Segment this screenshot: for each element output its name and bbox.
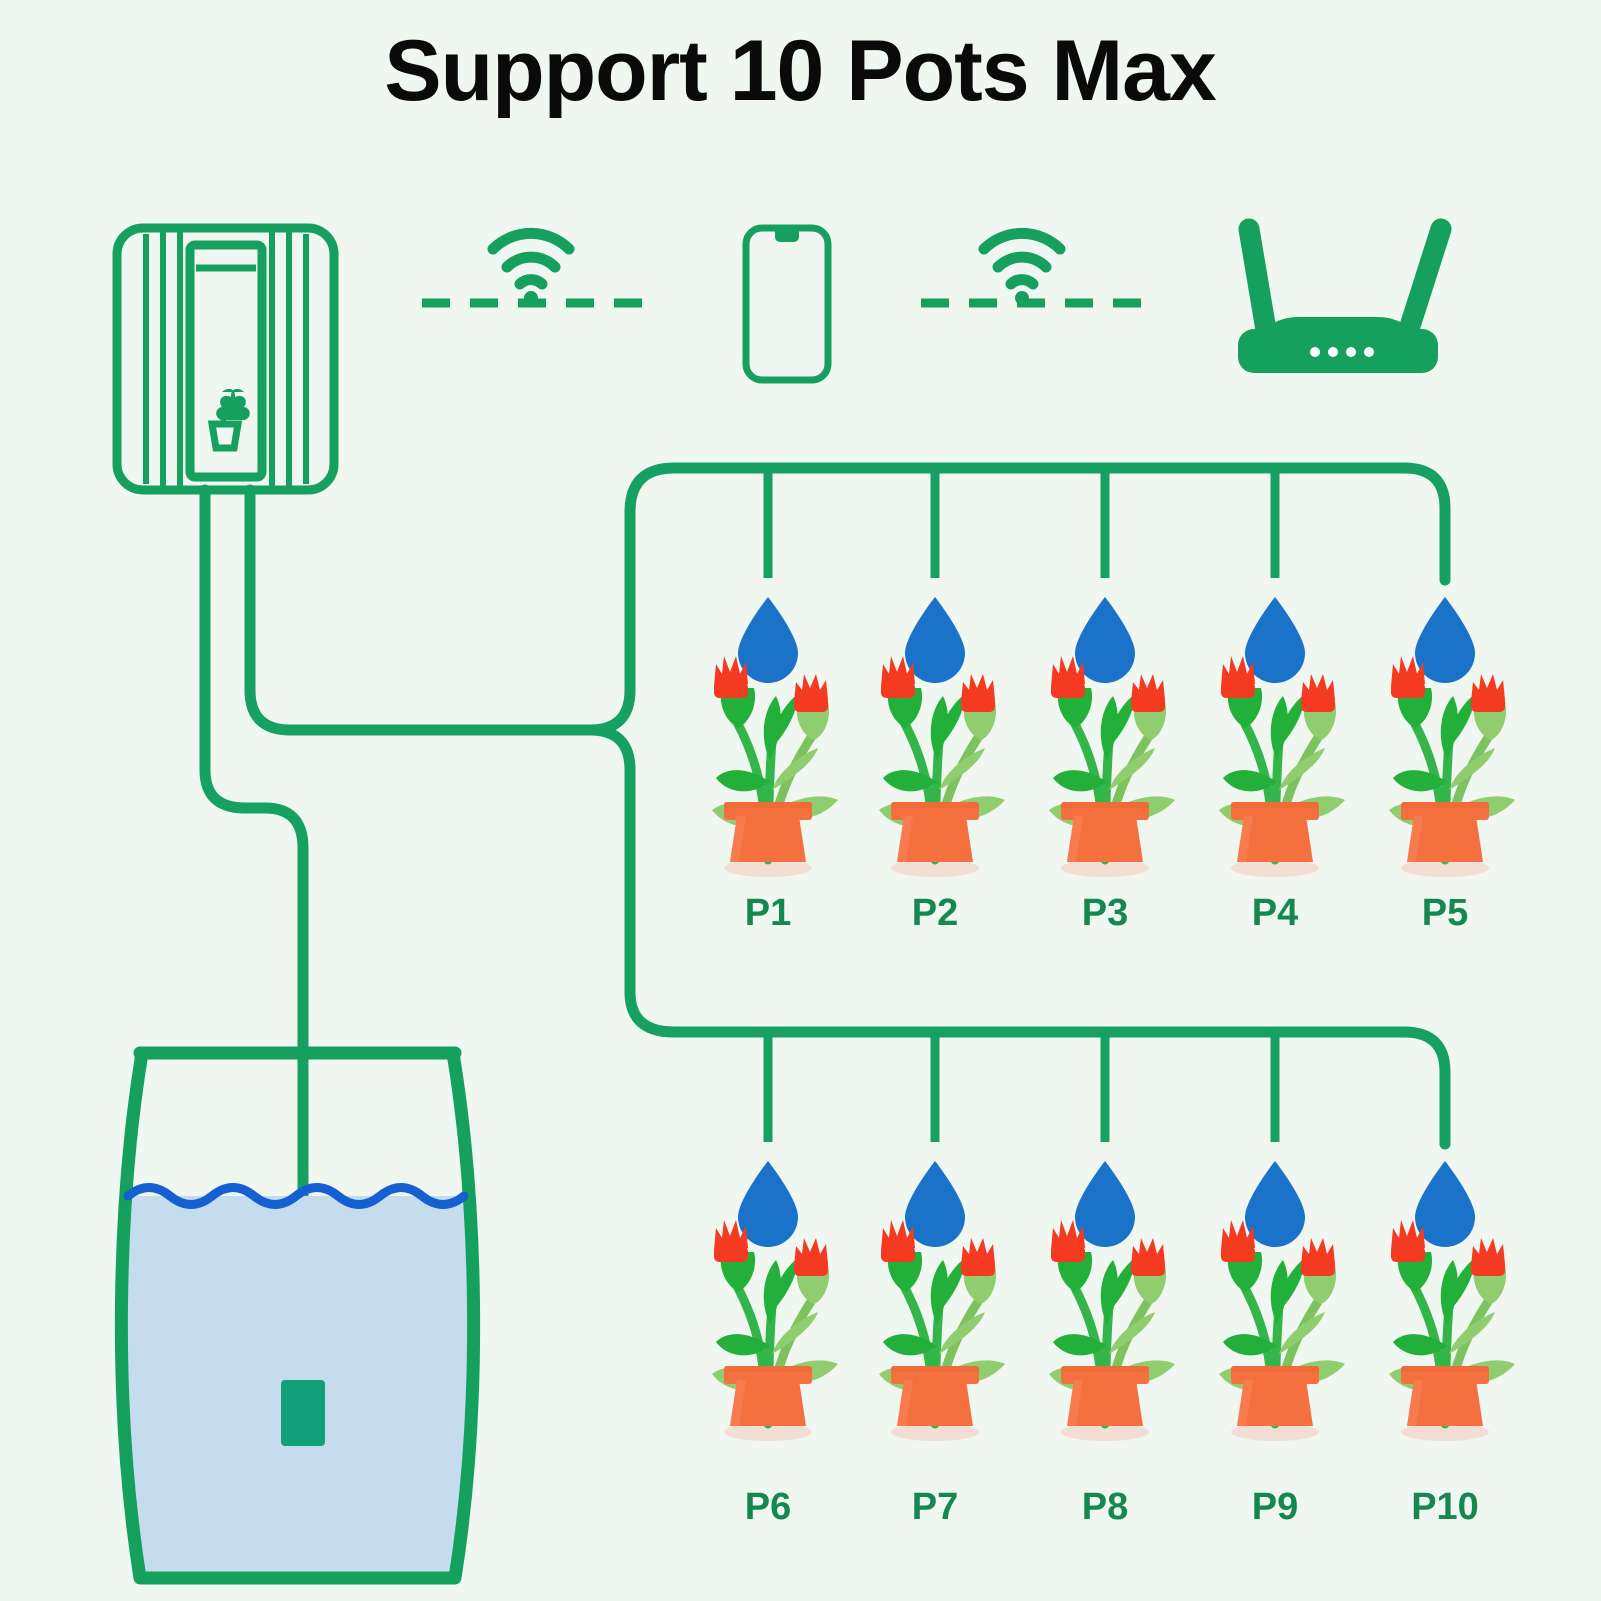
riser-to-upper-manifold — [584, 462, 680, 736]
pot-group-p3[interactable]: P3 — [1049, 597, 1175, 934]
smartphone-icon[interactable] — [742, 224, 832, 384]
pot-label-p9: P9 — [1252, 1486, 1298, 1528]
supply-tube-to-manifold — [244, 484, 596, 736]
lower-drop-tubes — [763, 1032, 1280, 1142]
tank-body — [114, 1046, 481, 1585]
controller-body — [112, 223, 339, 495]
pot-group-p8[interactable]: P8 — [1049, 1161, 1175, 1528]
controller-device-icon[interactable] — [112, 223, 339, 495]
router-led — [1364, 347, 1374, 357]
pot-group-p2[interactable]: P2 — [879, 597, 1005, 934]
intake-tube-to-tank — [199, 484, 309, 1388]
pot-label-p5: P5 — [1422, 892, 1468, 934]
pot-label-p7: P7 — [912, 1486, 958, 1528]
router-body — [1238, 329, 1438, 373]
pot-group-p7[interactable]: P7 — [879, 1161, 1005, 1528]
phone-volume-down-button — [743, 272, 747, 284]
pot-label-p10: P10 — [1411, 1486, 1479, 1528]
router-body-top — [1262, 317, 1414, 331]
submersible-pump-icon — [281, 1380, 325, 1446]
pot-group-p1[interactable]: P1 — [712, 597, 838, 934]
pot-label-p3: P3 — [1082, 892, 1128, 934]
router-led — [1310, 347, 1320, 357]
pot-group-p4[interactable]: P4 — [1219, 597, 1345, 934]
dropper-to-lower-manifold — [584, 724, 680, 1038]
pot-label-p2: P2 — [912, 892, 958, 934]
pot-label-p1: P1 — [745, 892, 791, 934]
pot-label-p8: P8 — [1082, 1486, 1128, 1528]
tank-water-surface — [123, 1183, 469, 1209]
water-tank-icon[interactable] — [110, 1046, 500, 1596]
tubing-network — [199, 462, 1451, 1388]
pot-row-top: P1 P2 P3 P4 P5 — [712, 597, 1515, 934]
potted-plant-icon — [207, 388, 250, 452]
phone-body — [742, 224, 832, 384]
pot-group-p10[interactable]: P10 — [1389, 1161, 1515, 1528]
pot-row-bottom: P6 P7 P8 P9 P10 — [712, 1161, 1515, 1528]
pot-label-p4: P4 — [1252, 892, 1298, 934]
router-led — [1328, 347, 1338, 357]
pot-group-p5[interactable]: P5 — [1389, 597, 1515, 934]
router-icon[interactable] — [1238, 218, 1452, 373]
phone-power-button — [827, 266, 831, 286]
page-title: Support 10 Pots Max — [384, 23, 1217, 119]
phone-volume-up-button — [743, 255, 747, 267]
pot-group-p9[interactable]: P9 — [1219, 1161, 1345, 1528]
pot-group-p6[interactable]: P6 — [712, 1161, 838, 1528]
upper-manifold-rail — [668, 462, 1451, 586]
controller-screen — [185, 240, 267, 482]
router-led — [1346, 347, 1356, 357]
lower-manifold-rail — [668, 1026, 1451, 1150]
pot-label-p6: P6 — [745, 1486, 791, 1528]
upper-drop-tubes — [763, 468, 1280, 578]
phone-notch — [775, 231, 799, 242]
